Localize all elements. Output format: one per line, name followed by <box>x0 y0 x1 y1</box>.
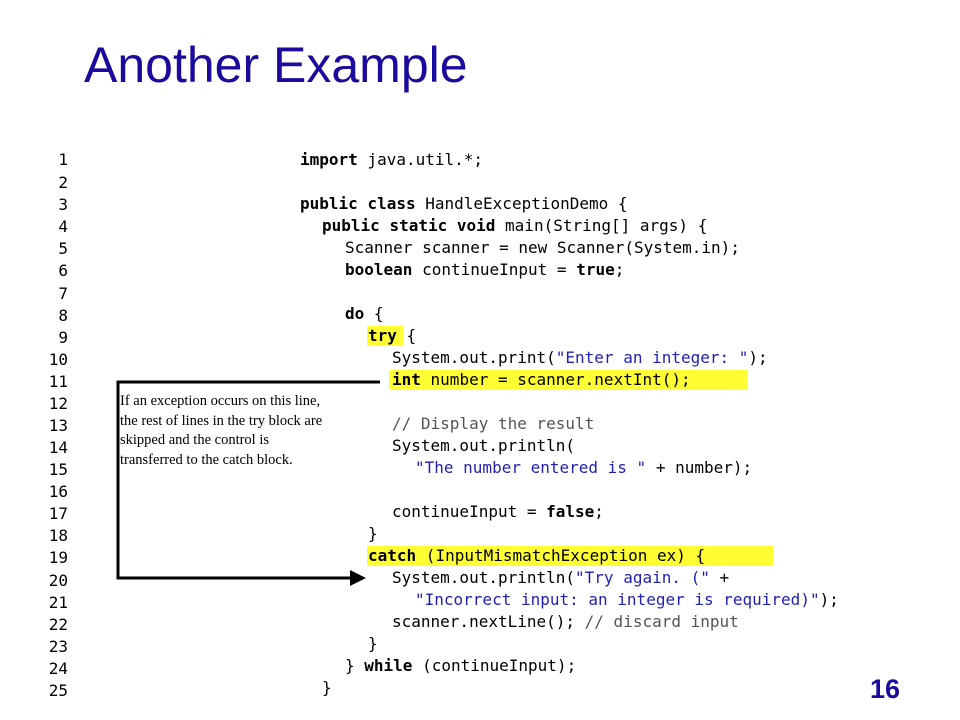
code-line-24: } while (continueInput); <box>345 656 577 675</box>
line-number: 9 <box>58 328 68 347</box>
code-line-5: Scanner scanner = new Scanner(System.in)… <box>345 238 740 257</box>
line-number: 2 <box>58 173 68 192</box>
line-number: 14 <box>48 438 68 457</box>
code-line-3: public class HandleExceptionDemo { <box>300 194 628 213</box>
code-line-20: System.out.println("Try again. (" + <box>392 568 730 587</box>
code-line-4: public static void main(String[] args) { <box>322 216 708 235</box>
code-line-15: "The number entered is " + number); <box>415 458 753 477</box>
arrowhead-icon <box>350 570 366 586</box>
line-number: 16 <box>48 482 68 501</box>
code-line-6: boolean continueInput = true; <box>345 260 625 279</box>
code-line-25: } <box>322 678 332 697</box>
line-number: 23 <box>48 637 68 656</box>
line-number: 7 <box>58 284 68 303</box>
line-number: 20 <box>48 571 68 590</box>
line-number: 15 <box>48 460 68 479</box>
code-line-14: System.out.println( <box>392 436 576 455</box>
annotation-line: the rest of lines in the try block are <box>120 412 323 429</box>
code-line-23: } <box>368 634 378 653</box>
line-number: 8 <box>58 306 68 325</box>
code-line-17: continueInput = false; <box>392 502 604 521</box>
annotation-line: skipped and the control is <box>120 432 270 448</box>
annotation-line: If an exception occurs on this line, <box>120 393 321 409</box>
line-number: 11 <box>48 372 68 391</box>
line-number: 12 <box>48 394 68 413</box>
code-line-10: System.out.print("Enter an integer: "); <box>392 348 768 367</box>
annotation-line: transferred to the catch block. <box>120 451 293 468</box>
line-number: 5 <box>58 239 68 258</box>
code-line-9: try { <box>368 326 417 345</box>
code-line-1: import java.util.*; <box>300 150 484 169</box>
code-line-21: "Incorrect input: an integer is required… <box>415 590 839 609</box>
highlight-exception-line <box>389 370 747 390</box>
line-number: 4 <box>58 217 68 236</box>
line-number: 17 <box>48 504 68 523</box>
code-line-13: // Display the result <box>392 414 595 433</box>
code-line-8: do { <box>345 304 384 323</box>
annotation-note: If an exception occurs on this line, the… <box>120 392 360 470</box>
highlight-catch <box>367 546 773 566</box>
line-number: 21 <box>48 593 68 612</box>
line-number: 22 <box>48 615 68 634</box>
line-number: 18 <box>48 526 68 545</box>
code-line-11: int number = scanner.nextInt(); <box>392 370 691 389</box>
slide-title: Another Example <box>84 37 468 93</box>
line-number: 10 <box>48 350 68 369</box>
line-number: 24 <box>48 659 68 678</box>
line-number: 1 <box>58 150 68 169</box>
line-number: 6 <box>58 261 68 280</box>
line-number: 13 <box>48 416 68 435</box>
highlight-try <box>367 326 403 346</box>
line-number: 25 <box>48 681 68 700</box>
line-number: 19 <box>48 548 68 567</box>
code-line-22: scanner.nextLine(); // discard input <box>392 612 739 631</box>
code-line-18: } <box>368 524 378 543</box>
code-line-19: catch (InputMismatchException ex) { <box>368 546 706 565</box>
page-number: 16 <box>870 674 901 704</box>
line-number: 3 <box>58 195 68 214</box>
